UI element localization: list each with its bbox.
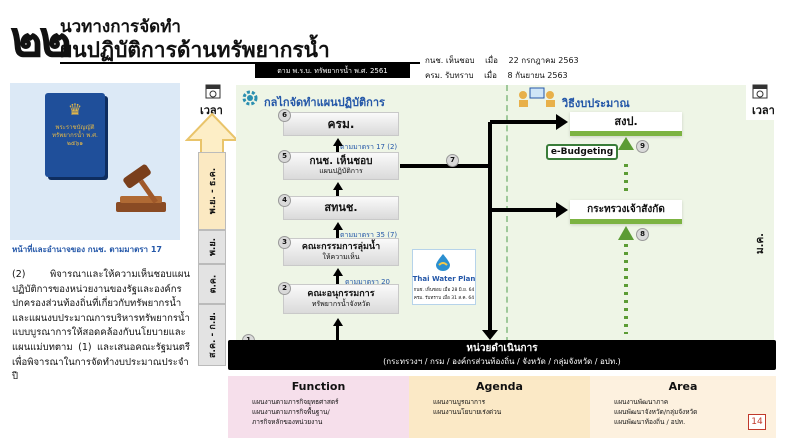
up-arrow-head — [333, 138, 343, 146]
budget-title: วิธีงบประมาณ — [562, 97, 630, 110]
water-drop-icon — [436, 254, 450, 271]
step-number: 7 — [446, 154, 459, 167]
category-item: แผนพัฒนาท้องถิ่น / อปท. — [614, 418, 686, 426]
up-arrow-stem — [336, 275, 339, 284]
step-cabinet: ครม. — [283, 112, 399, 136]
e-budgeting-badge: e-Budgeting — [546, 144, 618, 160]
time-segment-2: พ.ย. — [198, 230, 226, 264]
time-segment-3: ต.ค. — [198, 264, 226, 304]
page-title-line1: นวทางการจัดทำ — [60, 17, 181, 37]
approval-date: 22 กรกฎาคม 2563 — [508, 56, 579, 65]
execution-title: หน่วยดำเนินการ — [466, 343, 538, 354]
budget-bureau-box: สงป. — [570, 112, 682, 136]
process-title: กลไกจัดทำแผนปฏิบัติการ — [264, 96, 385, 109]
logo-mark: ๒๒ — [10, 9, 72, 68]
step-nwrc-approval: กนช. เห็นชอบ แผนปฏิบัติการ — [283, 152, 399, 180]
ministry-box: กระทรวงเจ้าสังกัด — [570, 200, 682, 224]
garuda-emblem-icon: ♛ — [67, 100, 83, 119]
acknowledge-date: 8 กันยายน 2563 — [507, 71, 568, 80]
up-arrow-head — [333, 182, 343, 190]
time-label-right: เวลา — [752, 104, 775, 117]
authority-caption: หน้าที่และอำนาจของ กนช. ตามมาตรา 17 — [12, 245, 162, 254]
category-item: ภารกิจหลักของหน่วยงาน — [252, 418, 323, 426]
category-title: Area — [668, 380, 698, 393]
time-segment-1: พ.ย. - ธ.ค. — [198, 152, 226, 230]
execution-subtitle: (กระทรวงฯ / กรม / องค์กรส่วนท้องถิ่น / จ… — [383, 357, 621, 366]
law-ref: ตามมาตรา 35 (7) — [340, 231, 398, 239]
up-arrow-stem — [336, 145, 339, 152]
authority-body-text: (2) พิจารณาและให้ความเห็นชอบแผนปฏิบัติกา… — [12, 269, 190, 383]
approval-date-row: กนช. เห็นชอบ เมื่อ 22 กรกฎาคม 2563 — [425, 54, 587, 67]
step-provincial-subcommittee: คณะอนุกรรมการ ทรัพยากรน้ำจังหวัด — [283, 284, 399, 314]
execution-units-bar: หน่วยดำเนินการ (กระทรวงฯ / กรม / องค์กรส… — [228, 340, 776, 370]
column-divider — [506, 85, 508, 343]
category-item: แผนงานตามภารกิจพื้นฐาน/ — [252, 408, 330, 416]
gear-icon — [242, 90, 258, 106]
law-book-title: พระราชบัญญัติ ทรัพยากรน้ำ พ.ศ. ๒๕๖๑ — [52, 124, 98, 147]
up-arrow-stem — [336, 325, 339, 340]
step-number: 8 — [636, 228, 649, 241]
step-number: 3 — [278, 236, 291, 249]
law-book-image — [45, 93, 105, 177]
category-title: Agenda — [476, 380, 523, 393]
page-number: 14 — [748, 414, 766, 430]
step-onwr: สทนช. — [283, 196, 399, 220]
acknowledge-org: ครม. รับทราบ — [425, 71, 474, 80]
category-area: Area แผนงานพัฒนาภาค แผนพัฒนาจังหวัด/กลุ่… — [590, 376, 776, 438]
calendar-clock-icon — [752, 84, 768, 99]
gavel-icon — [116, 164, 166, 212]
law-ref: ตามมาตรา 17 (2) — [340, 143, 398, 151]
title-underline — [60, 62, 420, 64]
step-number: 5 — [278, 150, 291, 163]
thai-water-plan-title: Thai Water Plan — [412, 275, 476, 283]
step-number: 4 — [278, 194, 291, 207]
up-arrow-head — [333, 318, 343, 326]
law-reference-bar: ตาม พ.ร.บ. ทรัพยากรน้ำ พ.ศ. 2561 — [255, 64, 410, 78]
category-item: แผนงานพัฒนาภาค — [614, 398, 669, 406]
approval-when: เมื่อ — [485, 56, 498, 65]
category-item: แผนพัฒนาจังหวัด/กลุ่มจังหวัด — [614, 408, 698, 416]
law-ref: ตามมาตรา 20 — [345, 278, 391, 286]
up-arrow-stem — [336, 189, 339, 196]
step-number: 2 — [278, 282, 291, 295]
up-arrow-stem — [336, 229, 339, 238]
up-arrow-head — [333, 222, 343, 230]
approval-org: กนช. เห็นชอบ — [425, 56, 475, 65]
up-arrow-head — [333, 268, 343, 276]
time-segment-right: ม.ค. — [746, 120, 774, 366]
calendar-clock-icon — [205, 84, 221, 99]
step-number: 6 — [278, 109, 291, 122]
step-number: 9 — [636, 140, 649, 153]
acknowledge-when: เมื่อ — [484, 71, 497, 80]
time-label-left: เวลา — [200, 104, 223, 117]
category-item: แผนงานนโยบายเร่งด่วน — [433, 408, 502, 416]
category-agenda: Agenda แผนงานบูรณาการ แผนงานนโยบายเร่งด่… — [409, 376, 590, 438]
category-item: แผนงานบูรณาการ — [433, 398, 486, 406]
category-function: Function แผนงานตามภารกิจยุทธศาสตร์ แผนงา… — [228, 376, 409, 438]
thai-water-plan-approval: กนช. เห็นชอบ เมื่อ 28 มิ.ย. 64 — [413, 288, 475, 293]
page-title-line2: ผนปฏิบัติการด้านทรัพยากรน้ำ — [60, 38, 330, 62]
category-title: Function — [291, 380, 346, 393]
time-up-arrow — [185, 112, 239, 154]
category-item: แผนงานตามภารกิจยุทธศาสตร์ — [252, 398, 339, 406]
thai-water-plan-ack: ครม. รับทราบ เมื่อ 31 ส.ค. 64 — [413, 296, 475, 301]
time-segment-4: ส.ค. - ก.ย. — [198, 304, 226, 366]
meeting-icon — [519, 87, 555, 107]
step-basin-committee: คณะกรรมการลุ่มน้ำ ให้ความเห็น — [283, 238, 399, 266]
acknowledge-date-row: ครม. รับทราบ เมื่อ 8 กันยายน 2563 — [425, 69, 576, 82]
